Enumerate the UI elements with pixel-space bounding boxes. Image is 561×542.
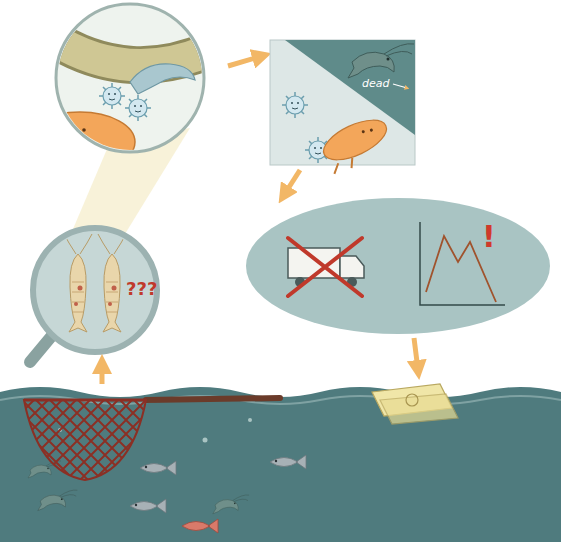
- zoom-detail: [25, 4, 230, 172]
- flow-arrow: [284, 170, 300, 195]
- flow-arrow: [228, 56, 262, 66]
- flow-arrow: [100, 364, 105, 384]
- question-marks: ???: [126, 280, 157, 298]
- fishing-net: [24, 398, 280, 480]
- magnifier: [30, 228, 157, 362]
- death-panel: [270, 40, 415, 176]
- status-label: dead: [362, 78, 389, 89]
- flow-arrow: [414, 338, 418, 370]
- money-bills: [372, 384, 458, 424]
- sea: [0, 387, 561, 542]
- alert-mark: !: [482, 222, 496, 252]
- market-impact: [246, 198, 550, 334]
